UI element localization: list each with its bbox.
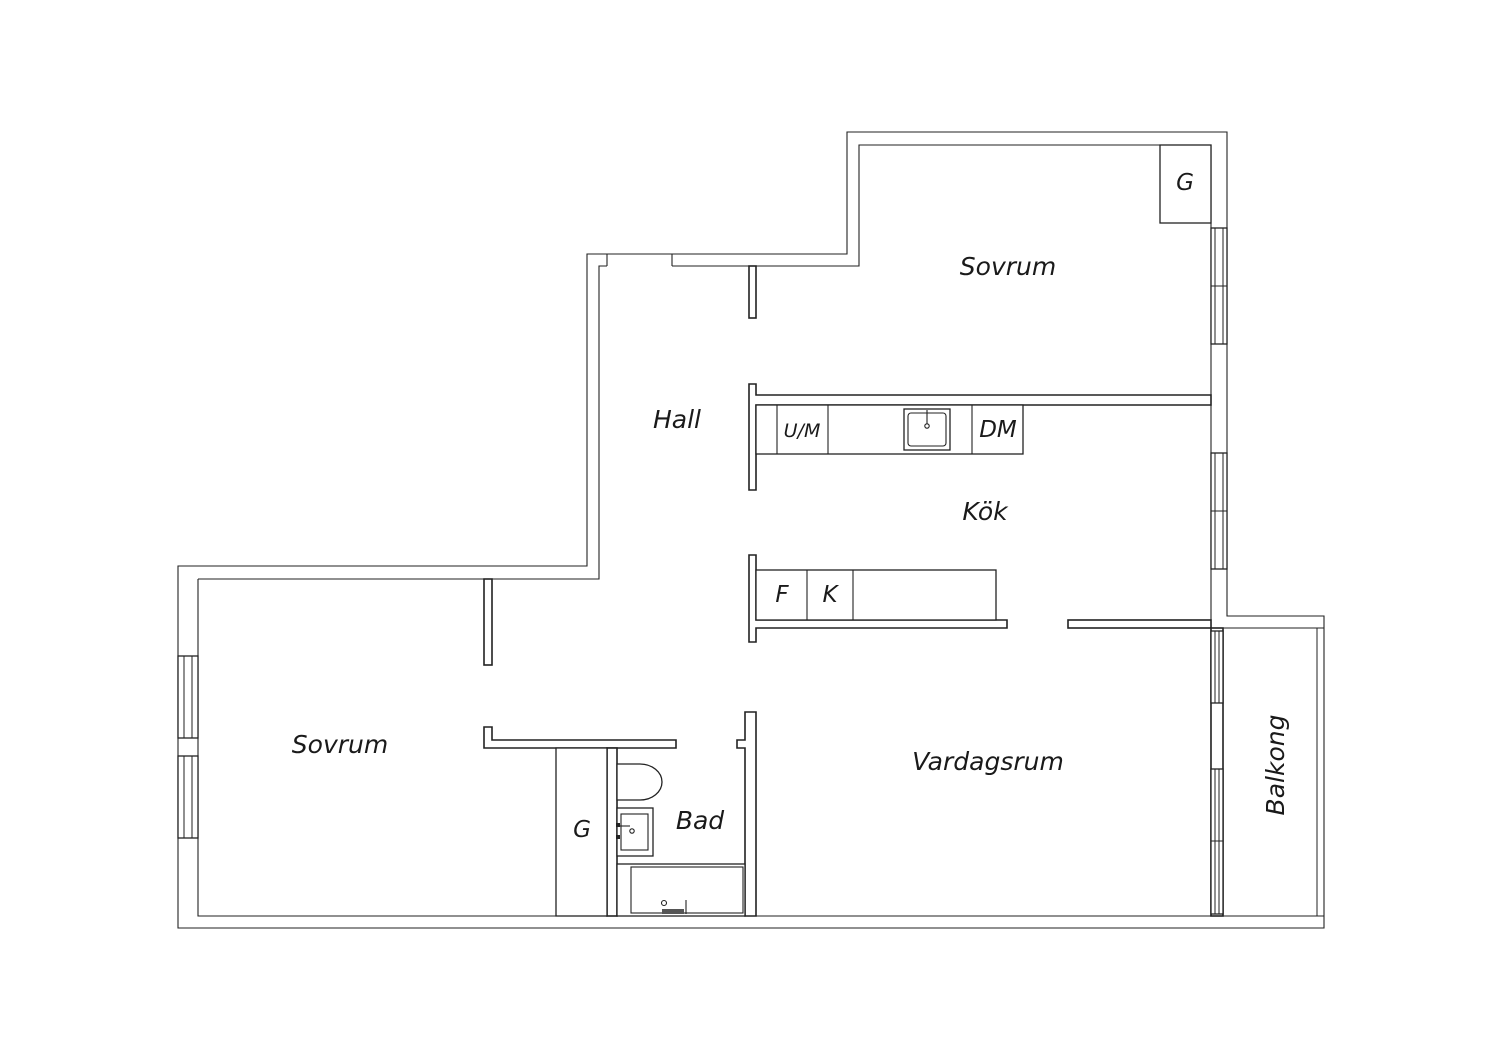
sink-icon bbox=[903, 408, 951, 451]
wardrobe-left bbox=[555, 747, 608, 917]
label-bathroom: Bad bbox=[676, 806, 724, 835]
label-hall: Hall bbox=[653, 405, 701, 434]
label-balcony: Balkong bbox=[1261, 715, 1290, 816]
label-living-room: Vardagsrum bbox=[912, 747, 1064, 776]
label-dishwasher: DM bbox=[979, 417, 1017, 443]
windows bbox=[177, 227, 1318, 916]
label-freezer: F bbox=[775, 582, 789, 608]
label-bedroom-left: Sovrum bbox=[292, 730, 388, 759]
label-bedroom-top: Sovrum bbox=[960, 252, 1056, 281]
toilet-icon bbox=[616, 763, 663, 801]
kitchen-counter-upper bbox=[755, 404, 1024, 455]
washbasin-icon bbox=[616, 807, 654, 857]
label-wardrobe-left: G bbox=[573, 817, 591, 843]
bathtub-icon bbox=[616, 863, 746, 917]
label-washer: U/M bbox=[784, 420, 821, 442]
wardrobe-top bbox=[1159, 144, 1212, 224]
kitchen-counter-lower bbox=[755, 569, 997, 621]
label-wardrobe-top: G bbox=[1176, 170, 1194, 196]
label-kitchen: Kök bbox=[962, 497, 1009, 526]
label-fridge: K bbox=[822, 582, 839, 608]
